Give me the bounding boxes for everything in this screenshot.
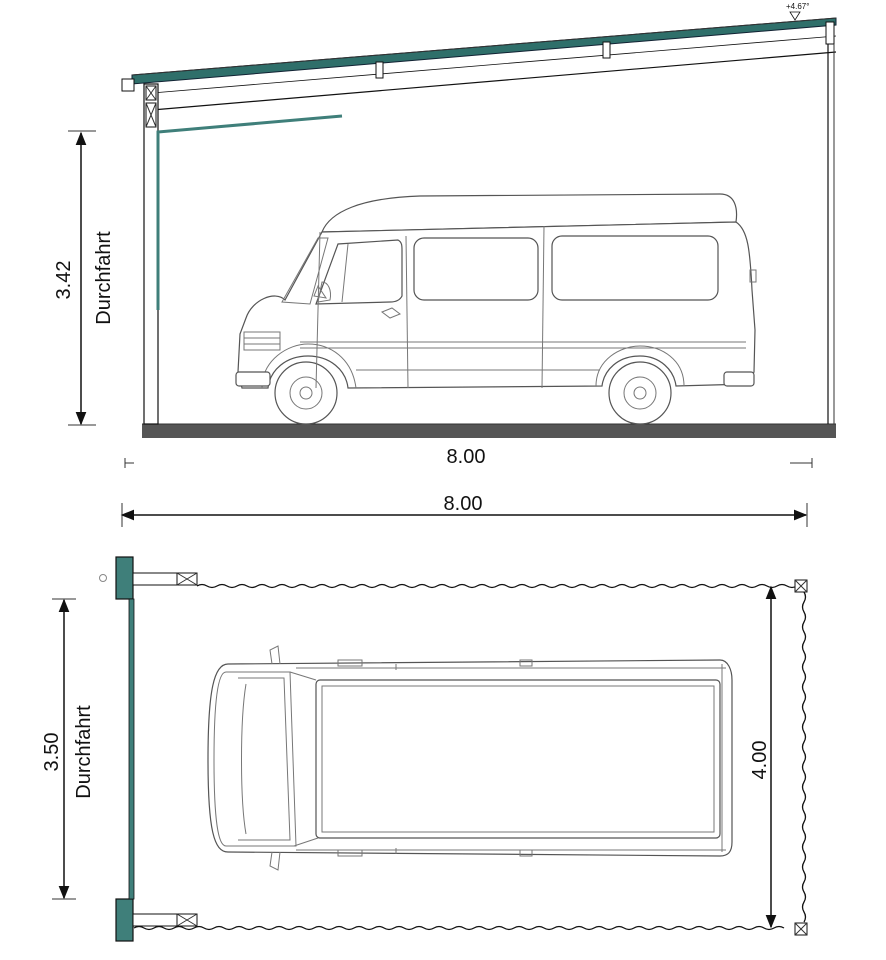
- reference-point: [99, 574, 107, 582]
- van-side-window: [413, 237, 539, 301]
- roof-beam-line: [151, 51, 837, 111]
- side-elevation: +4.67° 3.42 Durchfahrt 8.00: [53, 2, 837, 468]
- height-label: Durchfahrt: [93, 231, 115, 325]
- depth-value: 4.00: [749, 741, 771, 780]
- level-marker: +4.67°: [786, 2, 809, 21]
- elevation-width-dimension: 8.00: [124, 446, 813, 468]
- plan-view: 8.00: [41, 493, 808, 942]
- rafter-bracket: [825, 21, 835, 45]
- rafter-bracket: [375, 61, 384, 79]
- roof-panel: [131, 17, 837, 85]
- van-roof: [315, 679, 721, 839]
- gate-profile: [156, 114, 343, 310]
- top-wall: [196, 583, 798, 589]
- van-mirror-right: [269, 851, 281, 871]
- depth-dimension: 4.00: [749, 585, 777, 929]
- front-post-top: [115, 556, 198, 600]
- plan-width-value: 8.00: [444, 493, 483, 515]
- van-top-view: [207, 645, 733, 871]
- gate-plan: [128, 598, 135, 900]
- gate-width-label: Durchfahrt: [73, 705, 95, 799]
- van-front-wheel: [274, 361, 338, 425]
- bottom-wall: [133, 925, 785, 931]
- plan-width-dimension: 8.00: [120, 493, 808, 527]
- rafter-bracket: [602, 41, 611, 59]
- elevation-width-value: 8.00: [447, 446, 486, 468]
- height-dimension: 3.42 Durchfahrt: [53, 130, 115, 426]
- ground-slab: [142, 424, 836, 438]
- front-post-bottom: [115, 898, 198, 942]
- van-side-view: [235, 193, 757, 425]
- top-level-label: +4.67°: [786, 2, 809, 11]
- gate-width-dimension: 3.50 Durchfahrt: [41, 598, 95, 900]
- van-rear-wheel: [608, 361, 672, 425]
- front-post: [143, 83, 159, 425]
- rear-wall: [801, 591, 807, 923]
- roof-end-cap: [121, 78, 135, 92]
- van-side-window: [551, 235, 719, 301]
- van-mirror-left: [269, 645, 281, 665]
- van-door-window: [315, 239, 403, 305]
- gate-width-value: 3.50: [41, 733, 63, 772]
- height-value: 3.42: [53, 261, 75, 300]
